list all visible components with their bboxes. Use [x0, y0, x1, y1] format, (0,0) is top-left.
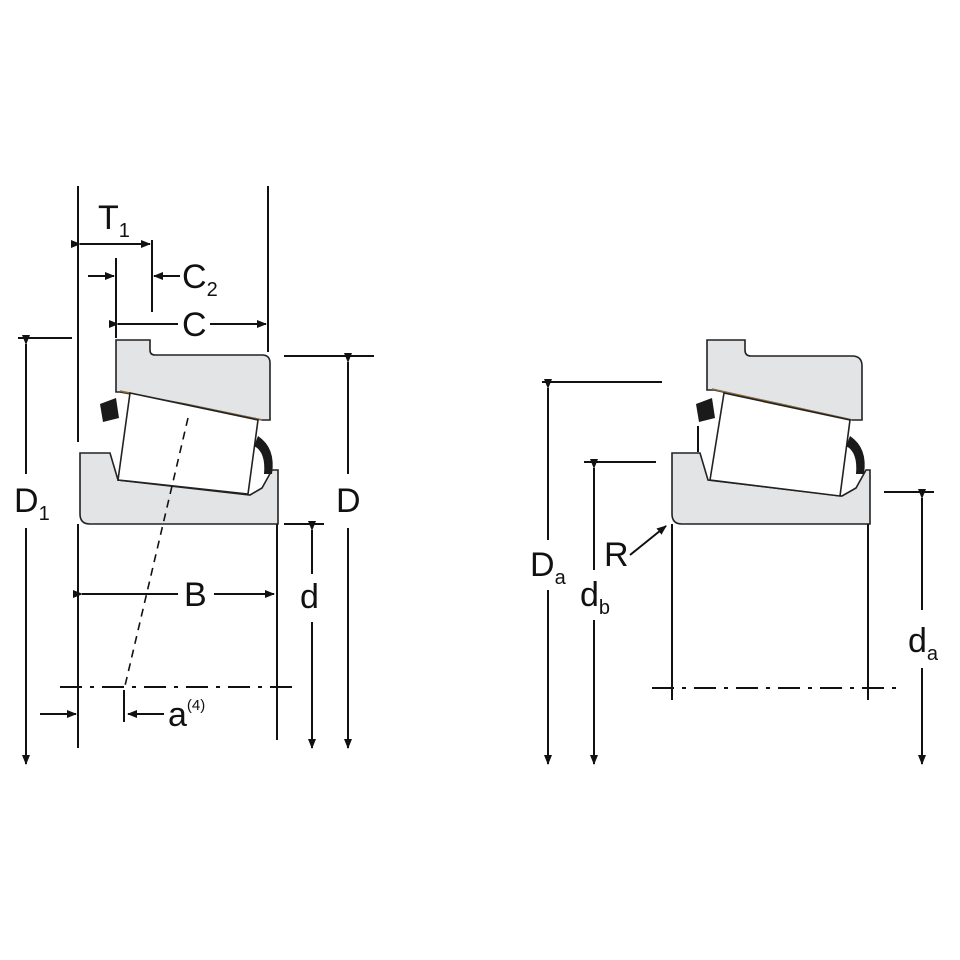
- inner-ring: [79, 452, 279, 525]
- c-label: C: [182, 306, 207, 344]
- r-leader: [629, 525, 667, 556]
- b-label: B: [184, 576, 207, 614]
- cage-left-seal: [100, 398, 119, 422]
- outer-ring: [706, 339, 863, 421]
- d-outer-label: D: [336, 482, 361, 520]
- a-label: a(4): [168, 696, 205, 734]
- cone-apex-line: [123, 417, 189, 691]
- bore-label: d: [300, 578, 319, 616]
- cage-right-seal: [846, 436, 865, 474]
- inner-ring: [671, 452, 871, 525]
- cage-left-seal: [696, 398, 715, 422]
- outer-ring: [115, 339, 271, 421]
- cage-right-seal: [254, 436, 273, 474]
- tapered-roller: [709, 392, 851, 497]
- r-label: R: [604, 536, 629, 574]
- da-housing-label: Da: [530, 546, 567, 589]
- left-bearing-figure: T1 C2 C D1 D B d a(4): [14, 186, 374, 765]
- c2-label: C2: [182, 258, 218, 301]
- t1-label: T1: [98, 199, 130, 242]
- right-mounting-figure: Da db R da: [530, 339, 939, 765]
- db-label: db: [580, 576, 610, 619]
- tapered-roller: [117, 392, 259, 495]
- d1-label: D1: [14, 482, 50, 525]
- da-shaft-label: da: [908, 622, 939, 665]
